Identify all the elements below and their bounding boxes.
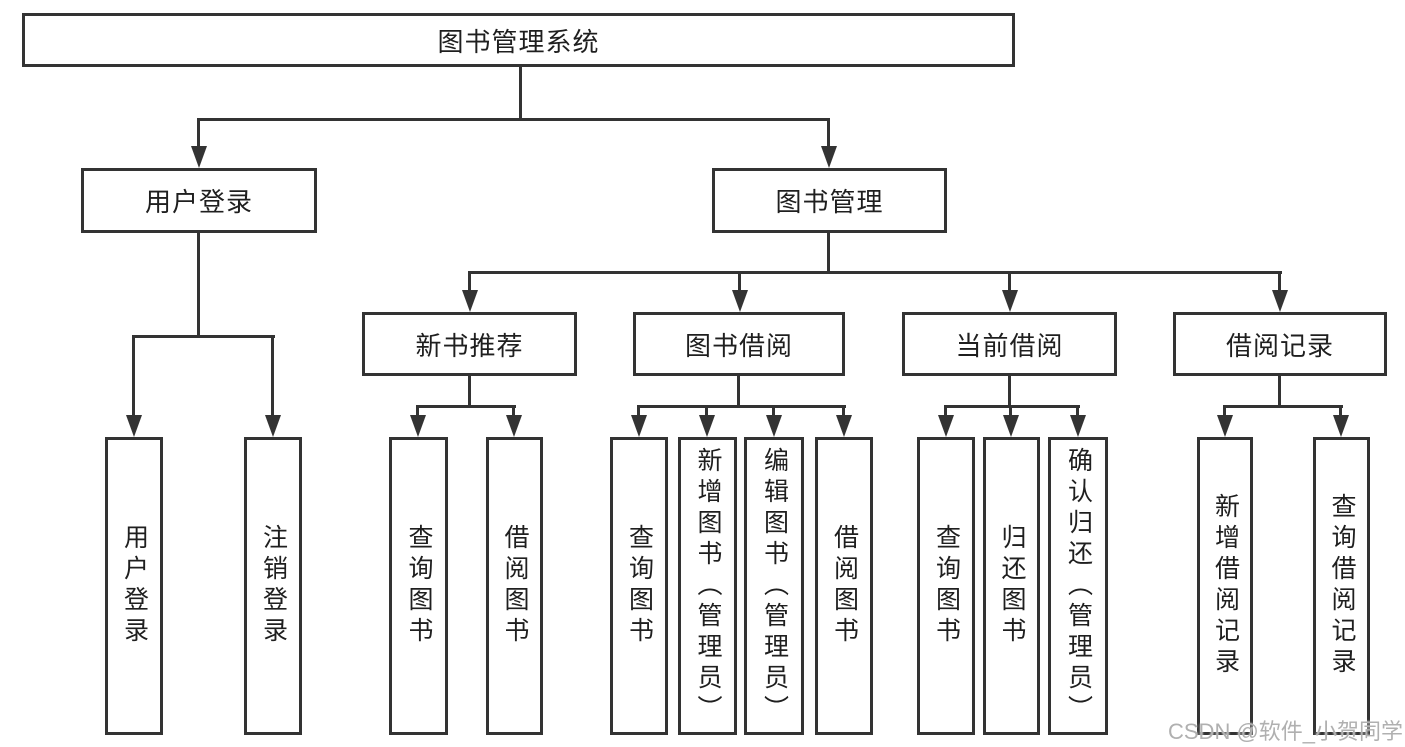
connector-group1-c0 xyxy=(637,405,640,417)
connector-to-group2 xyxy=(1008,271,1011,292)
leaf-confirm-return-admin: 确认归还（管理员） xyxy=(1048,437,1108,735)
arrow-down-icon xyxy=(938,415,954,437)
watermark: CSDN @软件_小贺同学 xyxy=(1168,719,1404,744)
node-library-system: 图书管理系统 xyxy=(22,13,1015,67)
leaf-query-borrow-record: 查询借阅记录 xyxy=(1313,437,1370,735)
leaf-return-books: 归还图书 xyxy=(983,437,1040,735)
leaf-add-borrow-record: 新增借阅记录 xyxy=(1197,437,1253,735)
leaf-logout: 注销登录 xyxy=(244,437,302,735)
leaf-query-books-recommend: 查询图书 xyxy=(389,437,448,735)
arrow-down-icon xyxy=(821,146,837,168)
arrow-down-icon xyxy=(1333,415,1349,437)
node-user-login: 用户登录 xyxy=(81,168,317,233)
arrow-down-icon xyxy=(699,415,715,437)
connector-group2-branch xyxy=(944,405,1080,408)
arrow-down-icon xyxy=(506,415,522,437)
connector-group2-stem xyxy=(1008,376,1011,405)
connector-root-stem xyxy=(519,67,522,118)
connector-group2-c0 xyxy=(944,405,947,417)
connector-group1-c2 xyxy=(772,405,775,417)
connector-login-c0 xyxy=(132,335,135,417)
connector-to-group3 xyxy=(1278,271,1281,292)
connector-group0-stem xyxy=(468,376,471,405)
leaf-borrow-books-recommend: 借阅图书 xyxy=(486,437,543,735)
arrow-down-icon xyxy=(410,415,426,437)
connector-group3-c0 xyxy=(1223,405,1226,417)
leaf-borrow-books-borrow: 借阅图书 xyxy=(815,437,873,735)
connector-login-stem xyxy=(197,233,200,335)
arrow-down-icon xyxy=(766,415,782,437)
arrow-down-icon xyxy=(462,290,478,312)
connector-group3-stem xyxy=(1278,376,1281,405)
leaf-add-book-admin: 新增图书（管理员） xyxy=(678,437,737,735)
node-book-borrow: 图书借阅 xyxy=(633,312,845,376)
leaf-edit-book-admin: 编辑图书（管理员） xyxy=(744,437,804,735)
connector-manage-branch xyxy=(469,271,1282,274)
node-new-book-recommend: 新书推荐 xyxy=(362,312,577,376)
connector-group2-c2 xyxy=(1076,405,1079,417)
leaf-query-books-borrow: 查询图书 xyxy=(610,437,668,735)
connector-group3-c1 xyxy=(1339,405,1342,417)
node-book-management: 图书管理 xyxy=(712,168,947,233)
node-borrow-records: 借阅记录 xyxy=(1173,312,1387,376)
connector-group0-branch xyxy=(416,405,516,408)
connector-to-group1 xyxy=(738,271,741,292)
arrow-down-icon xyxy=(1003,415,1019,437)
connector-to-login xyxy=(197,118,200,148)
connector-group0-c1 xyxy=(512,405,515,417)
connector-group2-c1 xyxy=(1009,405,1012,417)
arrow-down-icon xyxy=(1002,290,1018,312)
node-current-borrow: 当前借阅 xyxy=(902,312,1117,376)
arrow-down-icon xyxy=(1217,415,1233,437)
arrow-down-icon xyxy=(1070,415,1086,437)
arrow-down-icon xyxy=(126,415,142,437)
connector-to-manage xyxy=(827,118,830,148)
connector-group0-c0 xyxy=(416,405,419,417)
connector-group1-stem xyxy=(737,376,740,405)
connector-group1-branch xyxy=(637,405,846,408)
arrow-down-icon xyxy=(732,290,748,312)
connector-manage-stem xyxy=(827,233,830,271)
connector-to-group0 xyxy=(468,271,471,292)
leaf-user-login: 用户登录 xyxy=(105,437,163,735)
arrow-down-icon xyxy=(631,415,647,437)
connector-login-branch xyxy=(133,335,275,338)
connector-root-branch xyxy=(197,118,830,121)
connector-group1-c1 xyxy=(705,405,708,417)
connector-group3-branch xyxy=(1223,405,1343,408)
leaf-query-books-current: 查询图书 xyxy=(917,437,975,735)
arrow-down-icon xyxy=(191,146,207,168)
arrow-down-icon xyxy=(836,415,852,437)
connector-group1-c3 xyxy=(842,405,845,417)
arrow-down-icon xyxy=(265,415,281,437)
connector-login-c1 xyxy=(271,335,274,417)
arrow-down-icon xyxy=(1272,290,1288,312)
